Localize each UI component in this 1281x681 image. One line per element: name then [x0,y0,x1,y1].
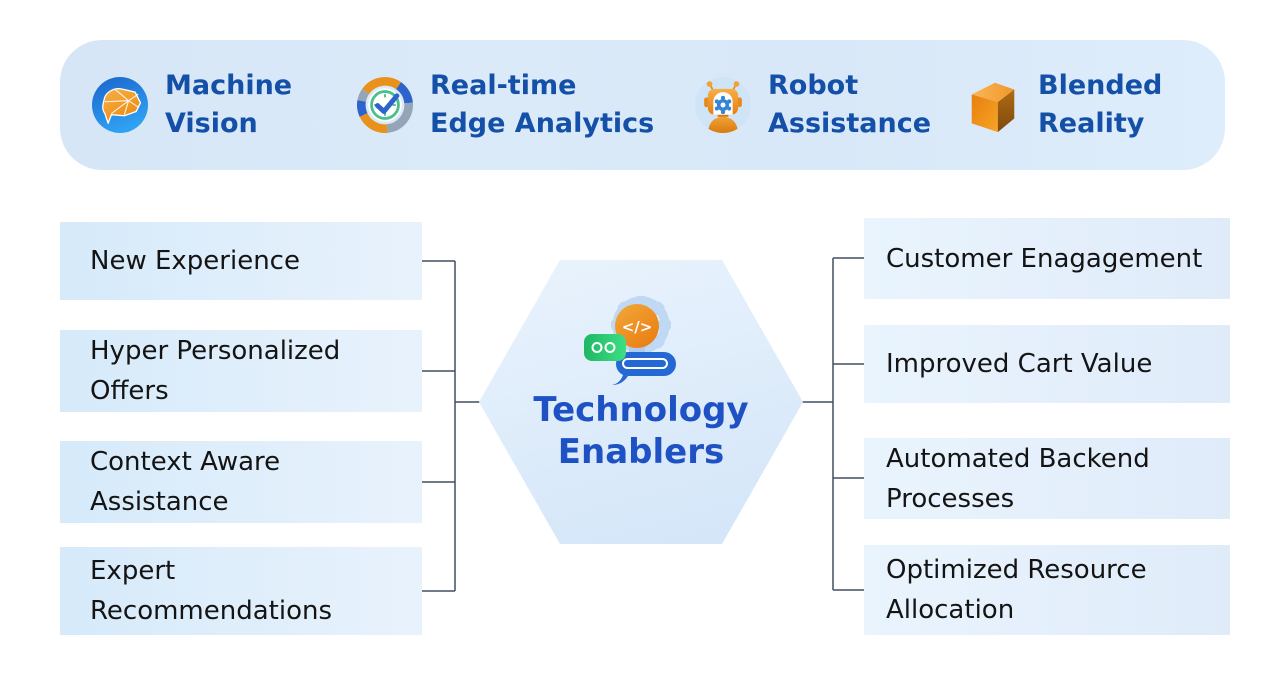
left-box-context-aware-assistance: Context Aware Assistance [60,441,422,523]
left-box-hyper-personalized-offers: Hyper Personalized Offers [60,330,422,412]
right-box-automated-backend-processes: Automated Backend Processes [864,438,1230,519]
box-label: Context Aware Assistance [90,447,281,517]
left-box-expert-recommendations: Expert Recommendations [60,547,422,635]
center-title: Technology Enablers [533,390,749,472]
robot-assistance-icon [695,77,751,133]
banner-item-machine-vision: Machine Vision [92,40,292,170]
right-box-optimized-resource-allocation: Optimized Resource Allocation [864,545,1230,635]
right-box-customer-engagement: Customer Enagagement [864,218,1230,299]
box-label: Hyper Personalized Offers [90,336,341,406]
banner-item-blended-reality: Blended Reality [965,40,1162,170]
code-glyph: </> [622,318,653,336]
bulb-neck [629,346,645,355]
banner-item-robot-assistance: Robot Assistance [695,40,931,170]
banner-item-label: Real-time Edge Analytics [430,70,655,139]
box-label: Expert Recommendations [90,556,333,626]
banner-item-label: Machine Vision [165,70,293,139]
box-label: Automated Backend Processes [886,443,1150,514]
left-connectors [422,260,480,592]
code-bulb [615,304,659,348]
box-label: Improved Cart Value [886,349,1153,379]
realtime-edge-analytics-icon [357,77,413,133]
box-label: Customer Enagagement [886,243,1203,274]
machine-vision-icon [92,77,148,133]
banner-item-label: Blended Reality [1038,70,1163,139]
right-connectors [802,257,864,591]
blue-chat-bubble [612,352,676,385]
banner-item-realtime-edge-analytics: Real-time Edge Analytics [357,40,654,170]
green-chat-bubble [584,334,626,361]
banner-item-label: Robot Assistance [768,70,932,139]
blended-reality-icon [971,82,1015,133]
right-box-improved-cart-value: Improved Cart Value [864,325,1230,403]
left-box-new-experience: New Experience [60,222,422,300]
box-label: Optimized Resource Allocation [886,555,1147,625]
code-bulb-chat-icon: </> [584,296,676,385]
box-label: New Experience [90,246,300,276]
top-capabilities-banner: Machine Vision Real-time Edge [60,40,1225,170]
